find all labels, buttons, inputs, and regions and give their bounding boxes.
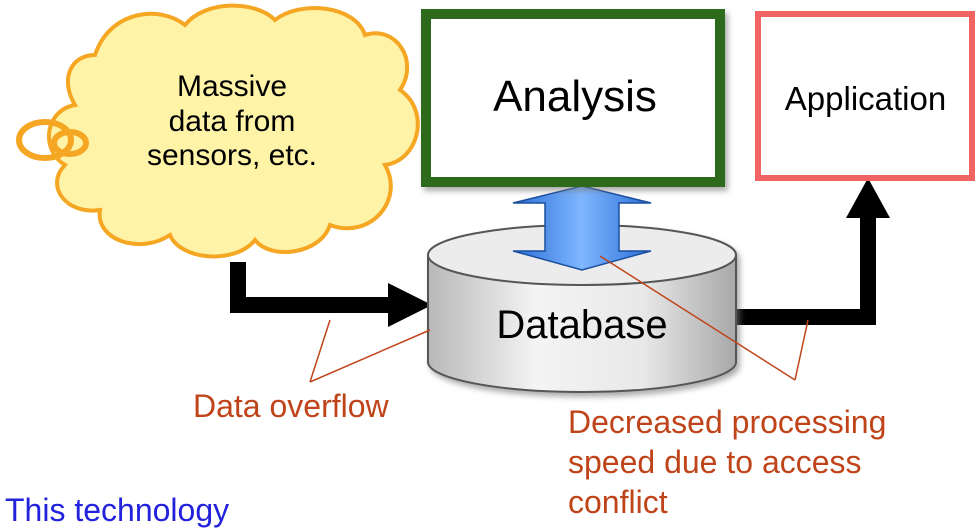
decreased-speed-annotation: Decreased processing speed due to access…	[568, 404, 887, 520]
database-label: Database	[496, 303, 668, 347]
analysis-box	[421, 9, 725, 187]
annotation-lines	[309, 255, 809, 383]
flow-arrow-cloud-to-database	[230, 262, 432, 327]
footer-text: This technology	[5, 492, 230, 528]
cloud-label: Massive data from sensors, etc.	[112, 70, 352, 174]
flow-arrow-database-to-application	[735, 178, 890, 325]
data-overflow-annotation: Data overflow	[193, 388, 389, 424]
application-label: Application	[784, 80, 947, 117]
application-box	[755, 11, 975, 181]
cloud-label-text: Massive data from sensors, etc.	[146, 70, 318, 172]
bidirectional-arrow	[512, 185, 652, 271]
cloud-shape	[16, 3, 420, 259]
analysis-label: Analysis	[493, 72, 657, 121]
